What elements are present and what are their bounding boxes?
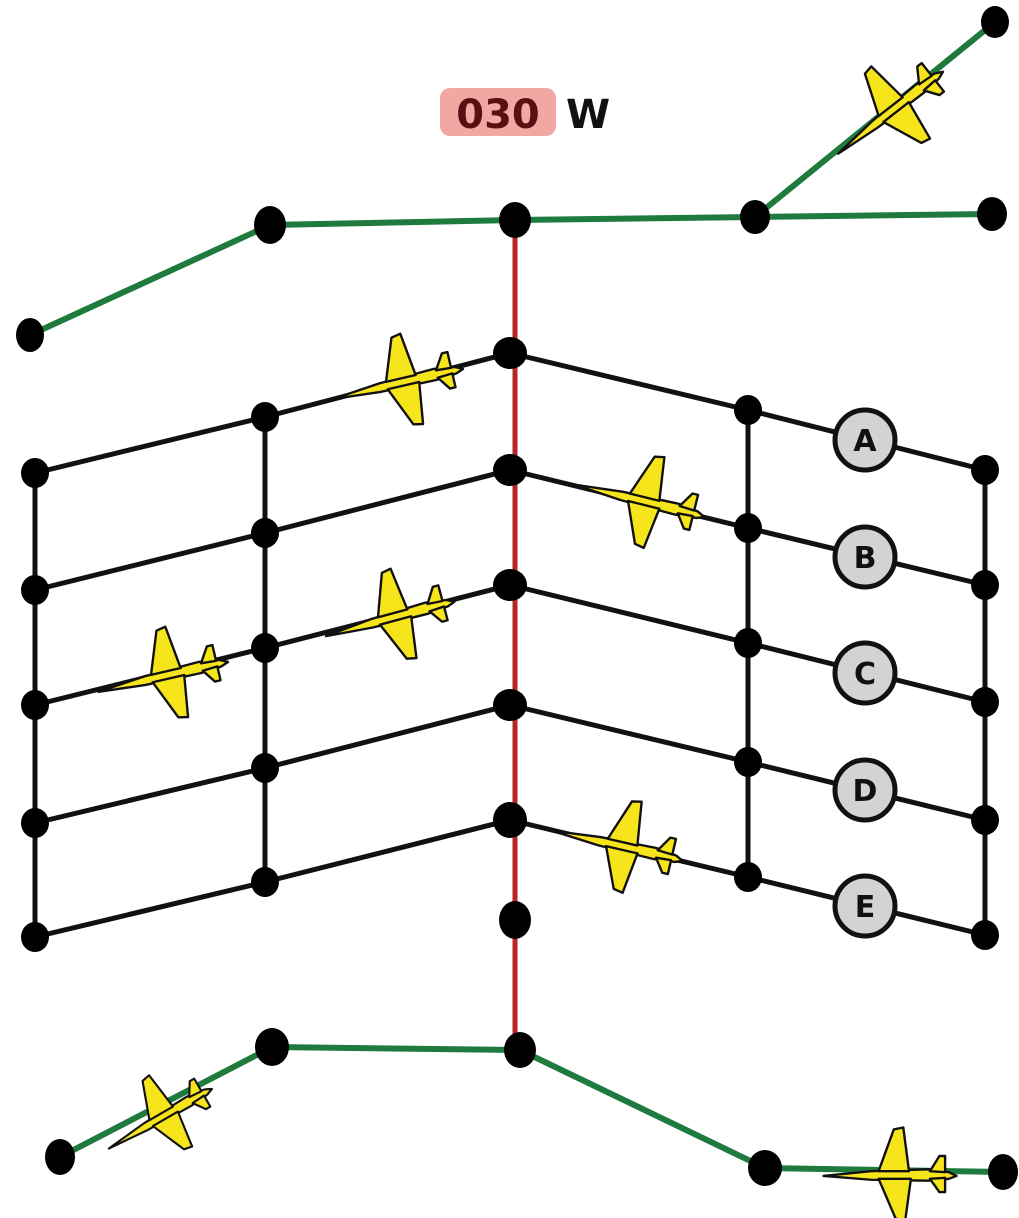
node [21,458,49,488]
gate-a[interactable]: A [832,407,898,473]
nodes [16,6,1018,1190]
runway-heading: 030 W [440,88,610,138]
node [734,747,762,777]
node [16,318,44,352]
airplane-icon[interactable] [807,32,972,191]
airplane-icon[interactable] [86,1050,233,1185]
taxiway-bottom [57,1043,1006,1175]
gate-c[interactable]: C [832,640,898,706]
node [971,920,999,950]
node [493,569,527,601]
gate-label: A [853,424,877,459]
node [493,337,527,369]
node [504,1032,536,1068]
node [21,690,49,720]
node [981,6,1009,38]
airplane-icon[interactable] [312,553,468,681]
node [254,206,286,244]
node [21,808,49,838]
node [734,862,762,892]
heading-badge [440,88,556,136]
node [971,805,999,835]
gate-d[interactable]: D [832,757,898,823]
airplane-icon[interactable] [86,613,240,737]
node [499,202,531,238]
node [734,513,762,543]
node [499,901,531,939]
gates: A B C D E [832,407,898,939]
wind-direction: W [566,92,610,138]
node [251,518,279,548]
node [971,687,999,717]
airplane-icon[interactable] [541,782,695,906]
node [493,454,527,486]
gate-e[interactable]: E [832,873,898,939]
gate-label: D [853,774,878,809]
node [251,753,279,783]
node [21,575,49,605]
node [251,402,279,432]
node [971,455,999,485]
node [493,689,527,721]
gate-b[interactable]: B [832,524,898,590]
gate-label: E [855,890,876,925]
node [971,570,999,600]
airplane-icon[interactable] [822,1126,958,1218]
node [45,1139,75,1175]
node [748,1150,782,1186]
node [251,867,279,897]
node [734,628,762,658]
node [255,1028,289,1066]
node [734,395,762,425]
airplane-icon[interactable] [563,436,718,562]
node [740,200,770,234]
airplane-icon[interactable] [321,320,475,444]
heading-value: 030 [456,92,540,138]
node [977,197,1007,231]
gate-label: C [854,657,876,692]
node [21,922,49,952]
node [988,1154,1018,1190]
node [251,633,279,663]
gate-label: B [854,541,877,576]
node [493,802,527,838]
